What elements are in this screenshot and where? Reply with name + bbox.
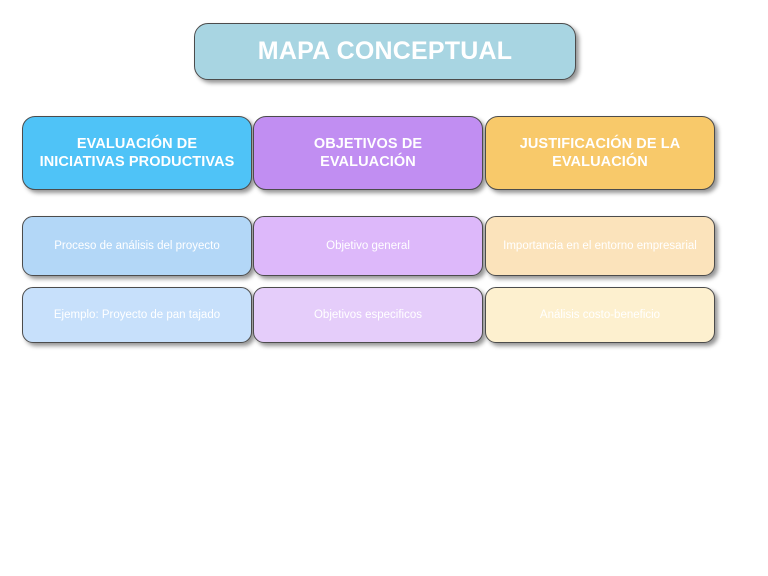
title-box[interactable]: MAPA CONCEPTUAL	[194, 23, 576, 80]
level3-box-objetivos-evaluacion[interactable]: Objetivos especificos	[253, 287, 483, 343]
level2-label-justificacion-evaluacion: Importancia en el entorno empresarial	[503, 239, 697, 252]
header-box-evaluacion-iniciativas[interactable]: EVALUACIÓN DE INICIATIVAS PRODUCTIVAS	[22, 116, 252, 190]
header-label-justificacion-evaluacion: JUSTIFICACIÓN DE LA EVALUACIÓN	[519, 135, 681, 170]
level2-box-evaluacion-iniciativas[interactable]: Proceso de análisis del proyecto	[22, 216, 252, 276]
level2-label-objetivos-evaluacion: Objetivo general	[326, 239, 410, 252]
level3-label-evaluacion-iniciativas: Ejemplo: Proyecto de pan tajado	[53, 308, 221, 321]
header-box-objetivos-evaluacion[interactable]: OBJETIVOS DE EVALUACIÓN	[253, 116, 483, 190]
level3-box-justificacion-evaluacion[interactable]: Análisis costo-beneficio	[485, 287, 715, 343]
header-label-evaluacion-iniciativas: EVALUACIÓN DE INICIATIVAS PRODUCTIVAS	[39, 135, 235, 170]
title-label: MAPA CONCEPTUAL	[257, 36, 513, 65]
level2-box-objetivos-evaluacion[interactable]: Objetivo general	[253, 216, 483, 276]
header-box-justificacion-evaluacion[interactable]: JUSTIFICACIÓN DE LA EVALUACIÓN	[485, 116, 715, 190]
level3-label-justificacion-evaluacion: Análisis costo-beneficio	[539, 308, 661, 321]
level3-label-objetivos-evaluacion: Objetivos especificos	[313, 308, 423, 321]
level2-label-evaluacion-iniciativas: Proceso de análisis del proyecto	[54, 239, 220, 252]
header-label-objetivos-evaluacion: OBJETIVOS DE EVALUACIÓN	[313, 135, 423, 170]
level2-box-justificacion-evaluacion[interactable]: Importancia en el entorno empresarial	[485, 216, 715, 276]
level3-box-evaluacion-iniciativas[interactable]: Ejemplo: Proyecto de pan tajado	[22, 287, 252, 343]
